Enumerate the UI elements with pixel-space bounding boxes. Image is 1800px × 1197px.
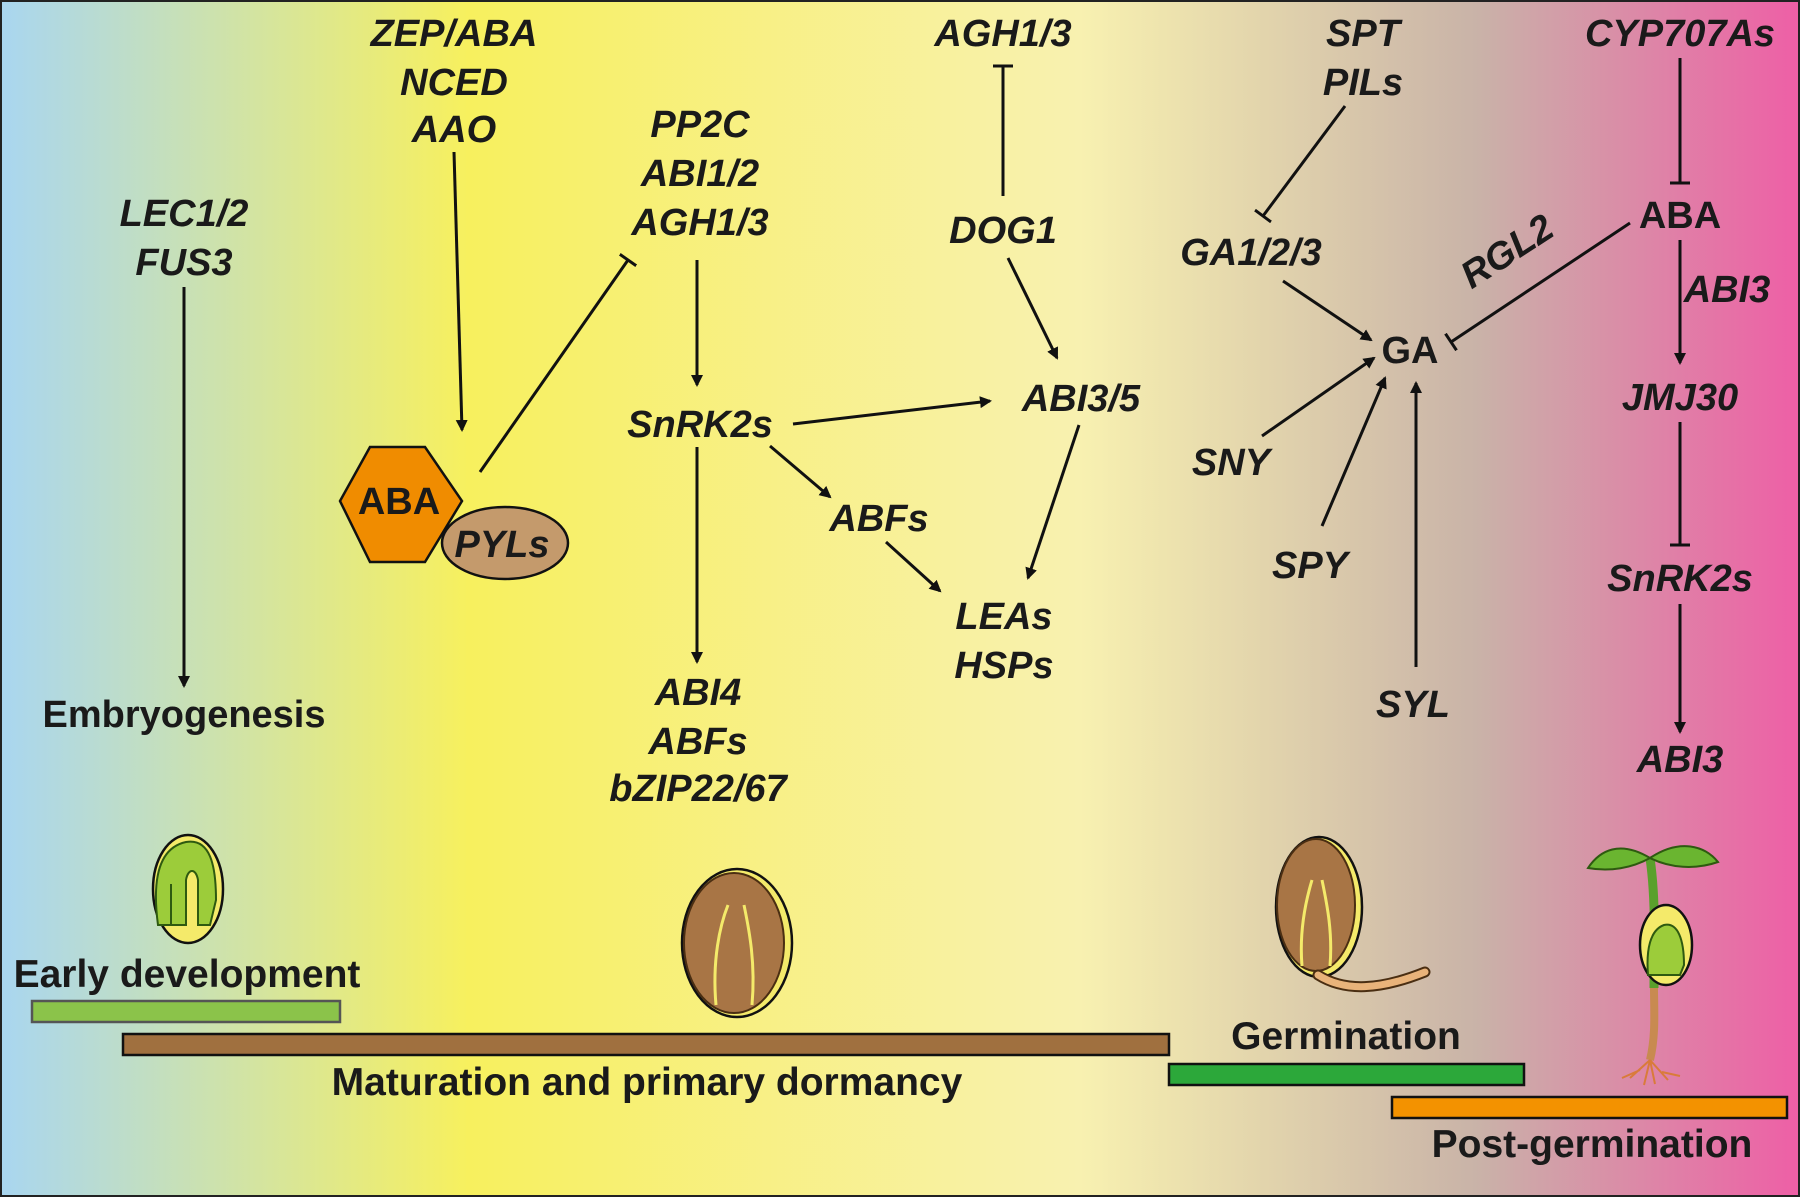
arrow-sny-to-ga	[1261, 356, 1376, 438]
arrow-aao-to-aba	[452, 151, 468, 432]
arrow-abfs-to-leas	[884, 540, 942, 593]
spy-label: SPY	[1272, 545, 1352, 587]
pils-label: PILs	[1323, 62, 1403, 104]
abi3-edge-label: ABI3	[1683, 269, 1771, 311]
abfs-label-col3: ABFs	[647, 721, 747, 763]
embryogenesis-label: Embryogenesis	[43, 694, 326, 736]
sny-label: SNY	[1192, 442, 1274, 484]
post-germination-label: Post-germination	[1432, 1123, 1753, 1166]
ga-label: GA	[1382, 330, 1439, 372]
jmj30-label: JMJ30	[1622, 377, 1738, 419]
agh13-top-label: AGH1/3	[933, 13, 1071, 55]
spt-label: SPT	[1326, 13, 1403, 55]
aba-hexagon-label: ABA	[358, 481, 440, 523]
abi12-label: ABI1/2	[640, 153, 759, 195]
early-development-label: Early development	[14, 953, 361, 996]
abfs-label-col4: ABFs	[828, 498, 928, 540]
fus3-label: FUS3	[135, 242, 232, 284]
early-seed-illustration	[151, 833, 225, 945]
post-germination-bar	[1390, 1095, 1789, 1120]
snrk2s-label: SnRK2s	[627, 404, 773, 446]
hsps-label: HSPs	[954, 645, 1053, 687]
abi3-label-col6: ABI3	[1636, 739, 1724, 781]
seedling-illustration	[1586, 845, 1720, 1086]
inhibit-pils-to-ga123	[1254, 105, 1347, 224]
maturation-bar	[121, 1032, 1171, 1057]
inhibit-aba-to-ga-rgl2	[1444, 221, 1631, 352]
snrk2s-label-col6: SnRK2s	[1607, 558, 1753, 600]
mature-seed-illustration	[680, 867, 794, 1019]
inhibit-pyls-to-pp2c	[478, 253, 638, 473]
aba-label-col6: ABA	[1639, 195, 1721, 237]
germinating-seed-illustration	[1274, 835, 1431, 993]
arrow-ga123-to-ga	[1282, 279, 1373, 342]
pyls-label: PYLs	[454, 524, 549, 566]
pyls-ellipse	[440, 505, 570, 581]
abi35-label: ABI3/5	[1021, 378, 1141, 420]
cyp707as-label: CYP707As	[1585, 13, 1775, 55]
aao-label: AAO	[411, 109, 496, 151]
arrow-snrk2s-to-abfs	[769, 444, 832, 499]
pp2c-label: PP2C	[650, 104, 750, 146]
early-development-bar	[30, 999, 342, 1024]
leas-label: LEAs	[955, 596, 1052, 638]
arrow-dog1-to-abi35	[1006, 257, 1059, 360]
arrow-spy-to-ga	[1320, 376, 1387, 527]
aba-hexagon	[338, 445, 464, 564]
maturation-label: Maturation and primary dormancy	[332, 1061, 963, 1104]
arrow-abi35-to-leas	[1025, 424, 1081, 580]
lec12-label: LEC1/2	[120, 193, 249, 235]
arrow-snrk2s-to-abi35	[792, 396, 992, 426]
ga123-label: GA1/2/3	[1180, 232, 1322, 274]
germination-label: Germination	[1231, 1015, 1461, 1058]
syl-label: SYL	[1376, 684, 1450, 726]
abi4-label: ABI4	[654, 672, 742, 714]
bzip-label: bZIP22/67	[609, 768, 788, 810]
agh13-label: AGH1/3	[630, 202, 768, 244]
germination-bar	[1167, 1062, 1526, 1087]
zep-aba-label: ZEP/ABA	[370, 13, 538, 55]
nced-label: NCED	[400, 62, 508, 104]
dog1-label: DOG1	[949, 210, 1057, 252]
